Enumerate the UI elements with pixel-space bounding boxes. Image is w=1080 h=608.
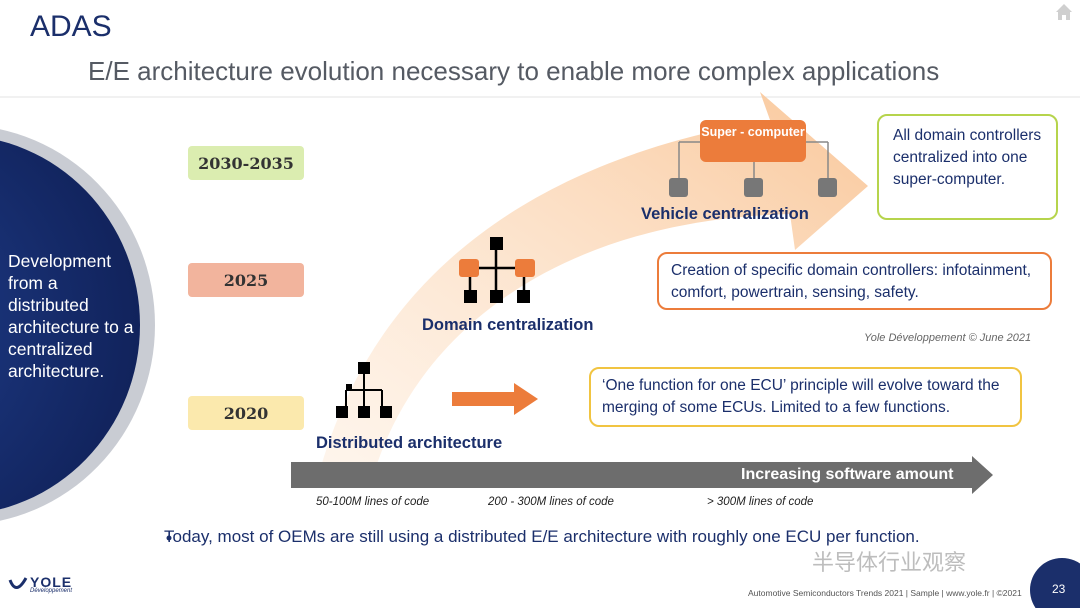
distributed-tree-icon <box>336 362 392 418</box>
footer-text: Automotive Semiconductors Trends 2021 | … <box>748 588 1022 598</box>
page-title: ADAS <box>30 10 112 43</box>
software-axis-label: Increasing software amount <box>741 466 954 483</box>
stage-label-domain: Domain centralization <box>422 316 594 334</box>
stage-label-vehicle: Vehicle centralization <box>641 205 809 223</box>
page-number: 23 <box>1052 582 1066 596</box>
loc-label-2020: 50-100M lines of code <box>316 496 430 508</box>
left-panel <box>0 140 140 510</box>
bullet-dot <box>166 535 172 541</box>
watermark-text: 半导体行业观察 <box>812 550 967 575</box>
year-badge-2020: 2020 <box>188 396 304 430</box>
evolution-curve-arrow <box>320 92 868 470</box>
callout-ecu: ‘One function for one ECU’ principle wil… <box>589 367 1022 427</box>
supercomputer-label: Super - computer <box>701 125 805 139</box>
page-number-circle <box>1030 558 1080 608</box>
loc-label-2030: > 300M lines of code <box>707 496 814 508</box>
left-panel-text: Development from a distributed architect… <box>8 251 134 381</box>
credit-text: Yole Développement © June 2021 <box>864 332 1032 344</box>
callout-supercomputer: All domain controllers centralized into … <box>877 114 1058 220</box>
supercomputer-tree-icon <box>669 120 837 197</box>
software-amount-arrow <box>291 456 993 494</box>
page-subtitle: E/E architecture evolution necessary to … <box>88 56 940 86</box>
yole-logo-icon <box>8 577 28 589</box>
home-icon[interactable] <box>1054 2 1074 22</box>
yole-logo-text: YOLE <box>30 574 73 590</box>
year-badge-2030-2035: 2030-2035 <box>188 146 304 180</box>
bullet-text: Today, most of OEMs are still using a di… <box>164 527 920 546</box>
loc-label-2025: 200 - 300M lines of code <box>488 496 614 508</box>
yole-logo-subtext: Développement <box>30 588 73 594</box>
callout-domain-controllers: Creation of specific domain controllers:… <box>657 252 1052 310</box>
domain-tree-icon <box>459 237 535 303</box>
stage-label-distributed: Distributed architecture <box>316 434 503 452</box>
year-badge-2025: 2025 <box>188 263 304 297</box>
distributed-right-arrow <box>452 383 538 415</box>
